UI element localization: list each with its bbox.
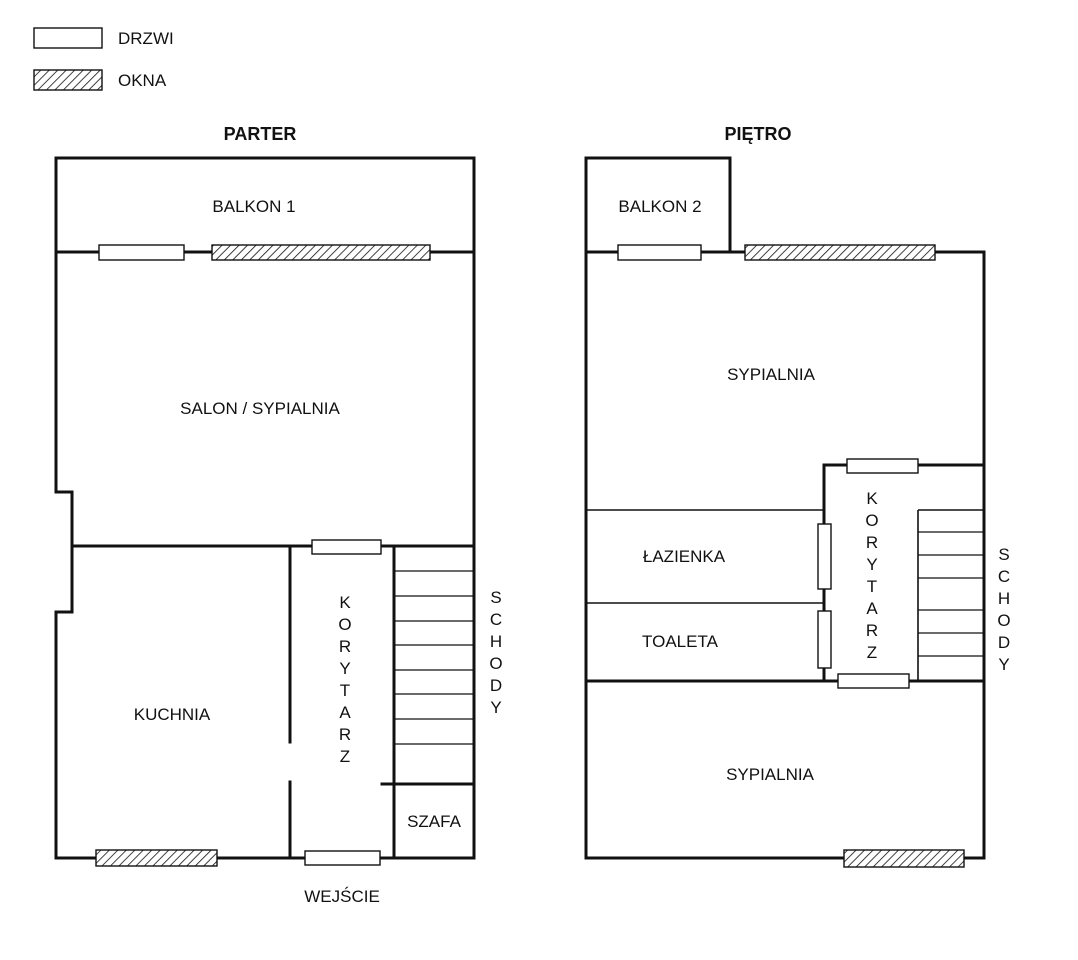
- ground-corridor-label: K O R Y T A R Z: [338, 593, 351, 766]
- corridor-letter: A: [339, 703, 351, 722]
- stairs-letter: S: [998, 545, 1009, 564]
- kitchen-window: [95, 849, 218, 867]
- upper-outer-wall: [584, 156, 986, 860]
- bedroom-bottom-label: SYPIALNIA: [726, 765, 815, 784]
- corridor-door: [311, 539, 382, 555]
- balcony-1-label: BALKON 1: [212, 197, 295, 216]
- legend-door-label: DRZWI: [118, 29, 174, 48]
- stairs-letter: O: [489, 654, 502, 673]
- balcony-2-wall: [584, 156, 732, 254]
- balcony-1-door: [98, 244, 185, 261]
- bedroom-top-door: [846, 458, 919, 474]
- balcony-2-label: BALKON 2: [618, 197, 701, 216]
- entrance-door: [304, 850, 381, 866]
- corridor-letter: R: [866, 621, 878, 640]
- toilet-door: [817, 610, 832, 669]
- stairs-letter: Y: [490, 698, 501, 717]
- ground-stairs-label: S C H O D Y: [489, 588, 502, 717]
- ground-floor-plan: PARTER BALKO: [54, 124, 503, 906]
- ground-outer-wall-left: [54, 156, 292, 860]
- bedroom-top-label: SYPIALNIA: [727, 365, 816, 384]
- corridor-letter: R: [866, 533, 878, 552]
- balcony-1-window: [211, 244, 431, 261]
- living-room-label: SALON / SYPIALNIA: [180, 399, 340, 418]
- corridor-wall: [822, 463, 986, 683]
- bedroom-bottom-window: [843, 849, 965, 868]
- corridor-letter: Z: [340, 747, 350, 766]
- corridor-letter: Y: [866, 555, 877, 574]
- bedroom-bottom-door: [837, 673, 910, 689]
- legend-window-swatch: [33, 69, 103, 91]
- corridor-letter: A: [866, 599, 878, 618]
- legend: DRZWI OKNA: [33, 27, 174, 91]
- corridor-letter: Y: [339, 659, 350, 678]
- corridor-letter: R: [339, 725, 351, 744]
- corridor-letter: T: [340, 681, 350, 700]
- bathroom-label: ŁAZIENKA: [643, 547, 726, 566]
- stairs-letter: O: [997, 611, 1010, 630]
- ground-outer-wall: [54, 156, 476, 860]
- upper-stairs-label: S C H O D Y: [997, 545, 1010, 674]
- upper-corridor-label: K O R Y T A R Z: [865, 489, 878, 662]
- corridor-letter: O: [338, 615, 351, 634]
- ground-stairs: [394, 570, 474, 745]
- corridor-letter: R: [339, 637, 351, 656]
- corridor-letter: T: [867, 577, 877, 596]
- upper-stairs: [918, 531, 984, 657]
- stairs-letter: C: [490, 610, 502, 629]
- upper-floor-title: PIĘTRO: [724, 124, 791, 144]
- stairs-letter: Y: [998, 655, 1009, 674]
- corridor-letter: K: [866, 489, 878, 508]
- stairs-letter: D: [998, 633, 1010, 652]
- toilet-label: TOALETA: [642, 632, 719, 651]
- corridor-letter: K: [339, 593, 351, 612]
- legend-window-label: OKNA: [118, 71, 167, 90]
- stairs-letter: S: [490, 588, 501, 607]
- stairs-letter: D: [490, 676, 502, 695]
- stairs-letter: C: [998, 567, 1010, 586]
- bathroom-door: [817, 523, 832, 590]
- kitchen-label: KUCHNIA: [134, 705, 211, 724]
- bedroom-top-window: [744, 244, 936, 261]
- entrance-label: WEJŚCIE: [304, 887, 380, 906]
- wardrobe-label: SZAFA: [407, 812, 462, 831]
- corridor-letter: O: [865, 511, 878, 530]
- corridor-letter: Z: [867, 643, 877, 662]
- ground-floor-title: PARTER: [224, 124, 297, 144]
- balcony-2-door: [617, 244, 702, 261]
- stairs-letter: H: [490, 632, 502, 651]
- stairs-letter: H: [998, 589, 1010, 608]
- legend-door-swatch: [33, 27, 103, 49]
- upper-floor-plan: PIĘTRO BALKON 2 SYPIALNIA: [584, 124, 1011, 868]
